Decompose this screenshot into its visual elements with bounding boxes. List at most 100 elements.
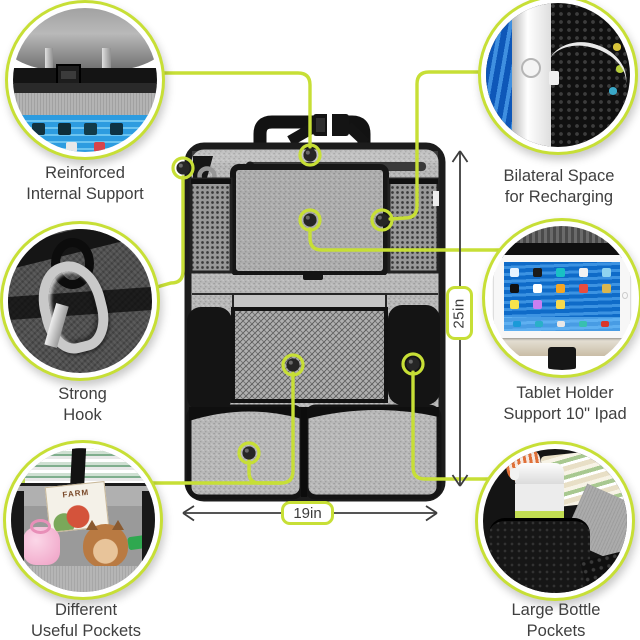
mid-pocket-band: [232, 293, 387, 310]
mesh-pocket-left: [189, 177, 233, 274]
photo-tablet-holder: [490, 226, 634, 370]
mounting-strap: [13, 68, 157, 85]
label-line: Hook: [63, 405, 102, 424]
fox-ear-left: [85, 520, 98, 530]
line-pockets-branch: [247, 459, 283, 485]
callout-dot: [281, 353, 305, 377]
fabric-tag: [433, 191, 439, 206]
label-reinforced: Reinforced Internal Support: [5, 163, 165, 205]
mesh-pocket-front: [231, 307, 388, 403]
black-dring: [51, 237, 95, 290]
fox-plush: [83, 524, 128, 568]
farm-book-title: FARM: [62, 487, 90, 499]
label-line: Tablet Holder: [516, 384, 614, 402]
width-dimension-value: 19in: [293, 504, 322, 522]
side-panel-right: [142, 491, 155, 569]
ipad-screen: [503, 262, 621, 331]
label-hook: Strong Hook: [10, 384, 155, 426]
strap-buckle-slot: [60, 71, 77, 79]
callout-lines: [146, 70, 507, 485]
label-tablet: Tablet Holder Support 10" Ipad: [480, 383, 640, 425]
buckle-gap: [327, 114, 332, 136]
home-button: [520, 57, 541, 78]
ipad-dock: [503, 317, 621, 331]
bottle-lid: [514, 463, 564, 486]
line-hook: [148, 175, 185, 291]
label-line: Strong: [58, 385, 107, 403]
photo-recharge-hole: [486, 3, 630, 147]
height-dimension-value: 25in: [451, 297, 469, 329]
organizer-top-fabric: [13, 92, 157, 116]
pocket-right-lip: [306, 407, 439, 419]
bottle-flip-tab: [509, 467, 519, 480]
bottle-pocket-front: [488, 518, 590, 593]
label-pockets: Different Useful Pockets: [0, 600, 172, 640]
label-line: Internal Support: [26, 184, 144, 203]
mid-band: [192, 275, 438, 294]
mesh-left-elastic: [191, 179, 231, 184]
side-panel-left: [11, 491, 24, 569]
blue-screen-sliver: [486, 3, 515, 147]
bottom-pocket-right: [303, 404, 442, 500]
callout-dot: [298, 208, 322, 232]
callout-dot: [401, 352, 425, 376]
ipad: [494, 254, 630, 339]
holder-bottom-strap: [547, 346, 577, 370]
holder-top-fabric: [490, 226, 634, 247]
line-recharge: [388, 70, 481, 221]
tablet-app-icons: [31, 123, 45, 135]
height-dimension-pill: 25in: [446, 286, 473, 340]
callout-dot: [370, 208, 394, 232]
line-reinforced: [161, 71, 312, 149]
mesh-color-hints: [612, 43, 622, 51]
buckle-slot: [316, 118, 325, 132]
label-line: Different: [54, 601, 118, 619]
ipad-app-grid: [509, 268, 615, 309]
photo-headrest-strap: [13, 8, 157, 152]
backseat-organizer: [184, 114, 446, 502]
callout-reinforced: [5, 0, 165, 160]
seat-band: [490, 338, 634, 356]
label-line: Useful Pockets: [30, 621, 142, 640]
callout-tablet: [482, 218, 640, 378]
callout-dot: [237, 441, 261, 465]
tablet-app-icon-red: [93, 141, 106, 152]
line-bottle: [411, 370, 498, 481]
callout-recharge: [478, 0, 638, 155]
holder-frame: [490, 243, 634, 258]
headrest: [13, 8, 157, 72]
callout-dot: [298, 143, 322, 167]
callout-pockets: FARM: [3, 440, 163, 600]
seat-shadow: [13, 82, 157, 95]
photo-filled-pockets: FARM: [11, 448, 155, 592]
callout-hook: [0, 221, 160, 381]
pocket-left-lip: [189, 407, 302, 421]
pink-toy-handle: [29, 518, 52, 535]
label-line: for Recharging: [504, 187, 614, 206]
ipad-home-button: [621, 291, 628, 300]
label-line: Pockets: [526, 621, 586, 640]
label-recharge: Bilateral Space for Recharging: [475, 166, 640, 208]
photo-carabiner-hook: [8, 229, 152, 373]
mesh-right-elastic: [389, 179, 438, 184]
label-line: Large Bottle: [511, 601, 601, 619]
line-tablet: [308, 227, 507, 252]
bolster-left: [187, 307, 232, 411]
buckle-strap-right: [344, 122, 370, 147]
bottle-body: [514, 484, 564, 513]
mid-tab: [303, 271, 323, 280]
label-bottle: Large Bottle Pockets: [470, 600, 640, 640]
cable-plug: [549, 70, 560, 86]
label-line: Support 10" Ipad: [503, 404, 627, 423]
label-line: Bilateral Space: [503, 167, 615, 185]
photo-bottle-pocket: [483, 449, 627, 593]
callout-dots: [171, 143, 425, 465]
pocket-divider: [301, 407, 307, 497]
ipad-dock-icons: [513, 320, 522, 328]
mesh-pocket-right: [387, 177, 440, 274]
fox-ear-right: [111, 520, 124, 530]
callout-bottle: [475, 441, 635, 601]
callout-dot: [171, 156, 195, 180]
